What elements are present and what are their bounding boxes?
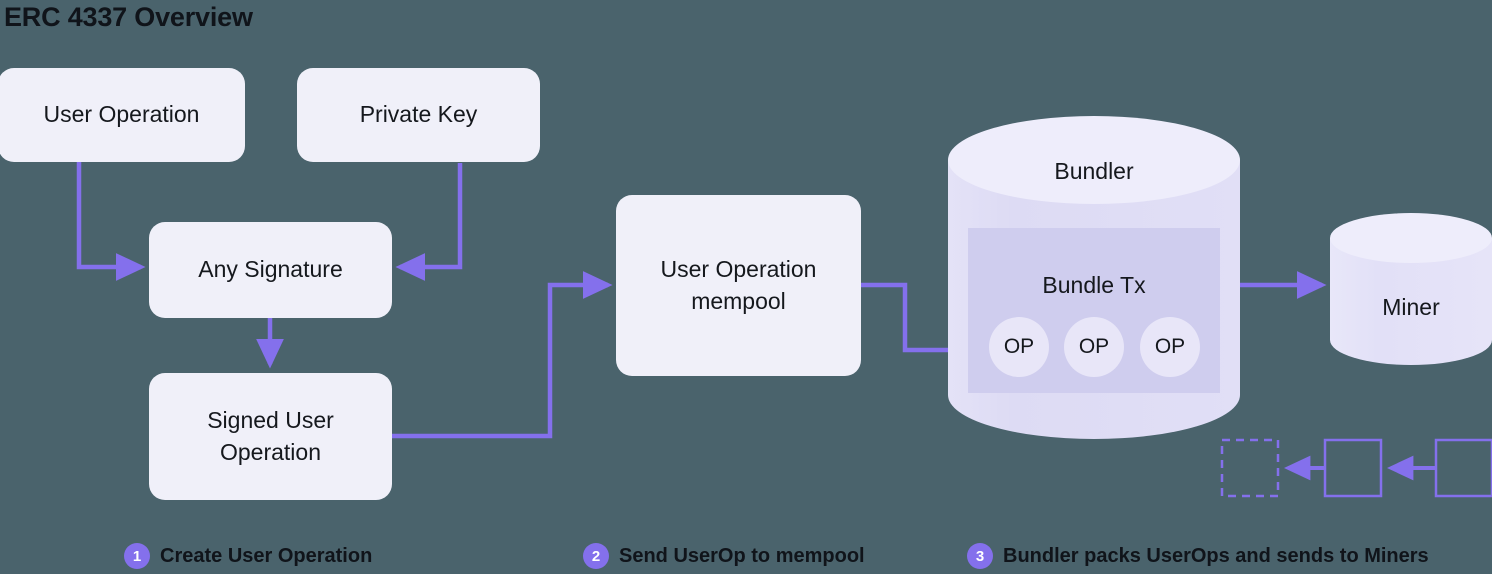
op-label-2: OP bbox=[1064, 335, 1124, 359]
legend-badge-3: 3 bbox=[967, 543, 993, 569]
node-any-signature-label: Any Signature bbox=[198, 256, 343, 283]
legend-badge-1: 1 bbox=[124, 543, 150, 569]
legend: 1 Create User Operation 2 Send UserOp to… bbox=[0, 538, 1492, 574]
legend-label-1: Create User Operation bbox=[160, 544, 373, 567]
legend-badge-2: 2 bbox=[583, 543, 609, 569]
node-mempool-label-line1: User Operation bbox=[660, 256, 817, 283]
op-circle-1 bbox=[989, 317, 1049, 377]
block-pending bbox=[1220, 438, 1280, 498]
op-label-3: OP bbox=[1140, 335, 1200, 359]
legend-label-3: Bundler packs UserOps and sends to Miner… bbox=[1003, 544, 1429, 567]
node-signed-user-operation-label-line1: Signed User bbox=[207, 407, 334, 434]
op-circle-3 bbox=[1140, 317, 1200, 377]
node-signed-user-operation[interactable]: Signed User Operation bbox=[149, 373, 392, 500]
arrow-mempool-to-bundler bbox=[860, 282, 990, 364]
op-label-2-text: OP bbox=[1078, 335, 1110, 358]
node-user-operation[interactable]: User Operation bbox=[0, 68, 245, 162]
node-signed-user-operation-label-line2: Operation bbox=[219, 438, 321, 465]
node-private-key[interactable]: Private Key bbox=[297, 68, 540, 162]
miner-label: Miner bbox=[1330, 294, 1492, 321]
node-private-key-label: Private Key bbox=[359, 101, 478, 128]
legend-label-2: Send UserOp to mempool bbox=[619, 544, 865, 567]
node-mempool-label-line2: mempool bbox=[691, 287, 786, 314]
op-label-3-text: OP bbox=[1154, 335, 1186, 358]
blockchain-blocks bbox=[1220, 438, 1492, 498]
page-title: ERC 4337 Overview bbox=[4, 2, 253, 32]
legend-item-1[interactable]: 1 Create User Operation bbox=[124, 543, 372, 569]
arrow-private-key-to-any-signature bbox=[395, 163, 463, 281]
node-user-operation-mempool[interactable]: User Operation mempool bbox=[616, 195, 861, 376]
bundle-tx-label-text: Bundle Tx bbox=[1042, 272, 1146, 298]
legend-item-3[interactable]: 3 Bundler packs UserOps and sends to Min… bbox=[967, 543, 1429, 569]
block-2 bbox=[1323, 438, 1383, 498]
op-label-1: OP bbox=[989, 335, 1049, 359]
block-3 bbox=[1434, 438, 1492, 498]
miner-label-text: Miner bbox=[1382, 294, 1440, 320]
legend-item-2[interactable]: 2 Send UserOp to mempool bbox=[583, 543, 865, 569]
op-label-1-text: OP bbox=[1003, 335, 1035, 358]
op-circle-2 bbox=[1064, 317, 1124, 377]
miner-cylinder bbox=[1330, 213, 1492, 365]
node-user-operation-label: User Operation bbox=[43, 101, 200, 128]
arrow-user-operation-to-any-signature bbox=[76, 160, 146, 281]
node-any-signature[interactable]: Any Signature bbox=[149, 222, 392, 318]
arrow-signed-user-operation-to-mempool bbox=[392, 271, 613, 439]
bundler-cylinder bbox=[948, 116, 1240, 439]
bundler-label-text: Bundler bbox=[1054, 158, 1134, 184]
bundler-label: Bundler bbox=[948, 158, 1240, 185]
bundle-tx-label: Bundle Tx bbox=[948, 272, 1240, 299]
